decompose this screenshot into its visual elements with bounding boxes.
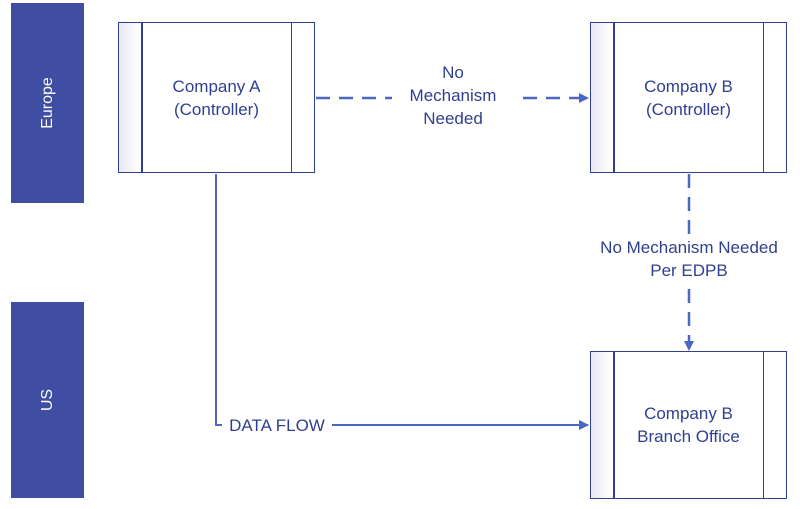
branch-office-name: Branch Office (637, 427, 740, 446)
label-data-flow-text: DATA FLOW (229, 416, 325, 435)
label-a-to-b-line3: Needed (423, 109, 483, 128)
branch-office-node-text: Company B Branch Office (613, 402, 764, 448)
company-b-node-text: Company B (Controller) (613, 75, 764, 121)
label-a-to-b-line2: Mechanism (409, 86, 497, 105)
company-b-node: Company B (Controller) (590, 22, 787, 173)
company-a-role: (Controller) (173, 99, 260, 119)
company-b-node-shading (591, 23, 613, 172)
company-a-name: Company A (172, 76, 261, 96)
company-a-node-shading (119, 23, 141, 172)
company-a-node: Company A (Controller) (118, 22, 315, 173)
branch-office-company: Company B (644, 404, 733, 423)
region-us-label: US (38, 388, 56, 412)
company-b-role: (Controller) (645, 99, 732, 119)
label-data-flow: DATA FLOW (222, 414, 332, 437)
label-b-to-branch-line1: No Mechanism Needed (600, 238, 778, 257)
region-europe-band: Europe (11, 3, 84, 203)
region-europe-label: Europe (38, 77, 56, 129)
region-us-band: US (11, 302, 84, 498)
branch-office-node-shading (591, 352, 613, 498)
label-a-to-b: No Mechanism Needed (392, 61, 514, 130)
label-b-to-branch-line2: Per EDPB (650, 261, 728, 280)
company-a-node-text: Company A (Controller) (141, 75, 292, 121)
connector-a-to-branch (215, 174, 589, 430)
label-a-to-b-line1: No (442, 63, 464, 82)
company-b-name: Company B (644, 76, 733, 96)
label-b-to-branch: No Mechanism Needed Per EDPB (582, 236, 796, 282)
branch-office-node: Company B Branch Office (590, 351, 787, 499)
